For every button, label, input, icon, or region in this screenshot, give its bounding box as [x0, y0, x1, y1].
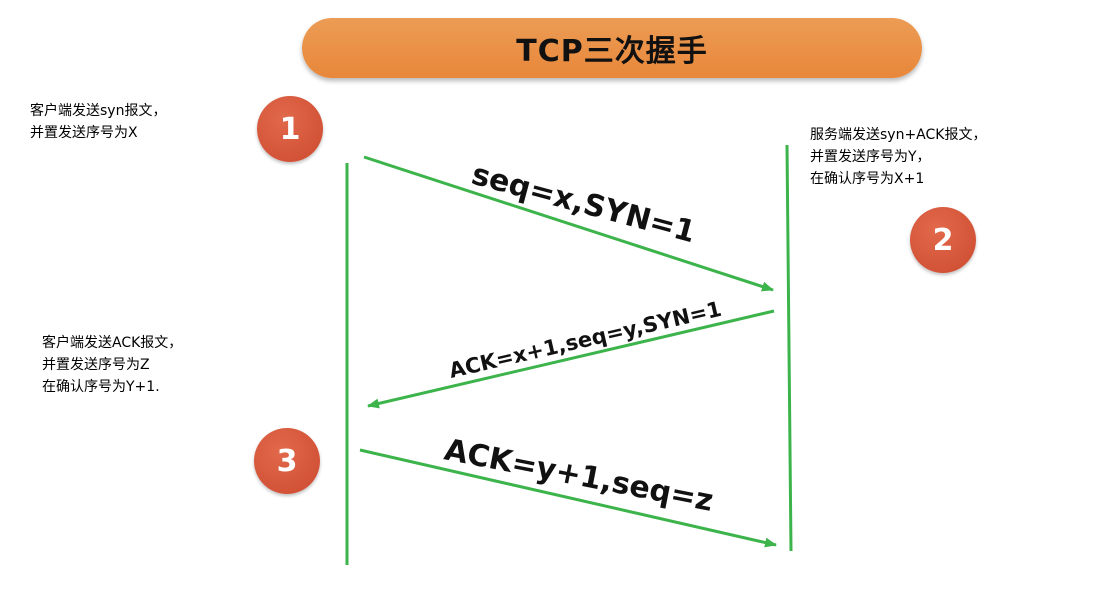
message-2-label: ACK=x+1,seq=y,SYN=1: [447, 297, 724, 383]
step-1-note-line: 客户端发送syn报文，: [30, 103, 167, 119]
step-2-note-line: 在确认序号为X+1: [810, 171, 925, 187]
step-1-badge: 1: [257, 96, 323, 162]
diagram-title: TCP三次握手: [516, 34, 708, 69]
message-3-label: ACK=y+1,seq=z: [441, 432, 716, 518]
step-2-note-line: 并置发送序号为Y，: [810, 149, 931, 165]
step-2-note-line: 服务端发送syn+ACK报文，: [810, 127, 987, 143]
message-1-arrow: [363, 155, 774, 292]
message-2-arrow: [367, 309, 775, 409]
step-1-note-line: 并置发送序号为X: [30, 125, 138, 141]
step-3-note: 客户端发送ACK报文， 并置发送序号为Z 在确认序号为Y+1.: [42, 332, 182, 398]
step-3-note-line: 并置发送序号为Z: [42, 357, 150, 373]
step-1-note: 客户端发送syn报文， 并置发送序号为X: [30, 100, 166, 144]
step-3-badge: 3: [254, 428, 320, 494]
title-banner: TCP三次握手: [302, 18, 922, 78]
step-2-note: 服务端发送syn+ACK报文， 并置发送序号为Y， 在确认序号为X+1: [810, 124, 986, 190]
message-3-arrow: [359, 448, 777, 548]
step-3-note-line: 客户端发送ACK报文，: [42, 335, 183, 351]
step-3-note-line: 在确认序号为Y+1.: [42, 379, 160, 395]
step-2-badge: 2: [910, 207, 976, 273]
server-lifeline: [785, 144, 793, 552]
